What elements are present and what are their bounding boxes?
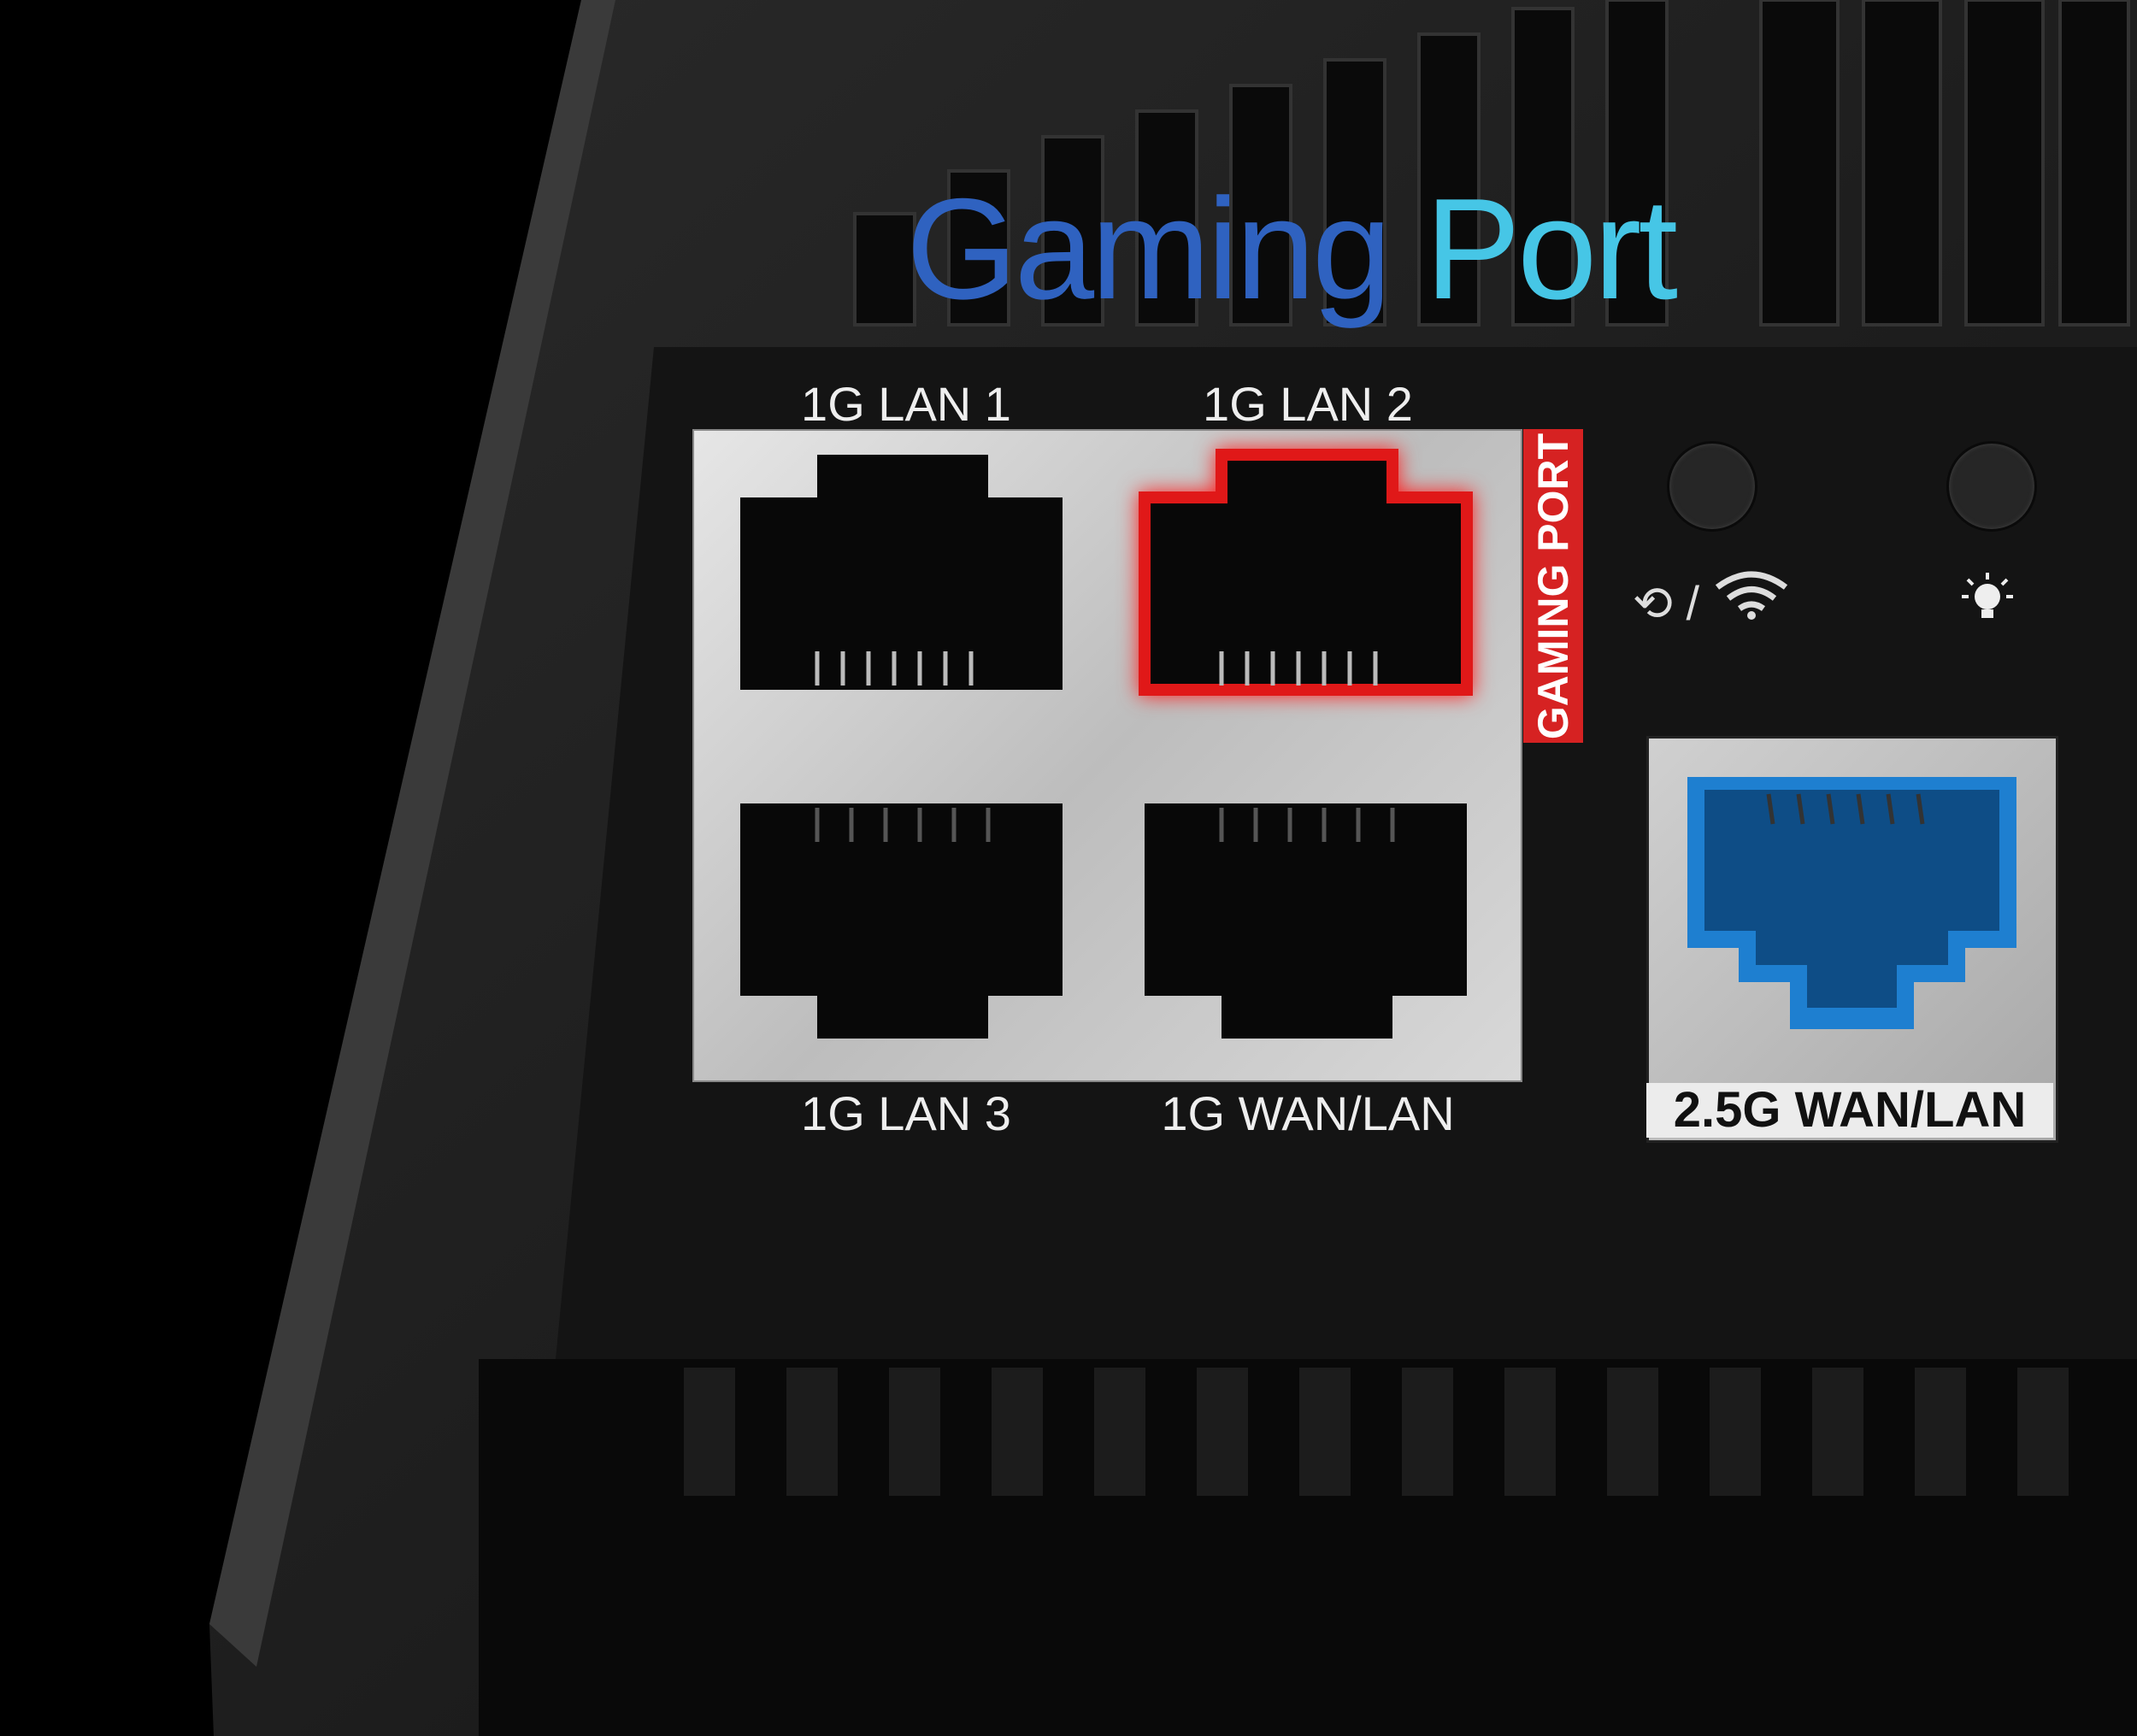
wifi-icon — [1715, 571, 1787, 620]
ethernet-port-wan-lan — [1145, 803, 1467, 1039]
slash-separator: / — [1686, 576, 1700, 630]
wps-wifi-button[interactable] — [1667, 441, 1757, 532]
wps-wifi-icon: ⟲ / — [1633, 568, 1804, 637]
led-bulb-icon — [1962, 573, 2013, 618]
label-1g-lan-2: 1G LAN 2 — [1203, 377, 1413, 431]
wan-port-plate — [1646, 736, 2058, 1143]
ethernet-port-lan1 — [740, 455, 1063, 690]
ethernet-port-2-5g[interactable] — [1649, 739, 2056, 1089]
ethernet-port-lan2-gaming[interactable] — [1139, 438, 1473, 696]
ethernet-port-lan3 — [740, 803, 1063, 1039]
lan-port-plate — [692, 429, 1522, 1082]
wps-icon: ⟲ — [1633, 576, 1673, 630]
gaming-port-badge: GAMING PORT — [1523, 429, 1583, 743]
label-1g-wan-lan: 1G WAN/LAN — [1161, 1086, 1455, 1140]
label-2-5g-wan-lan: 2.5G WAN/LAN — [1646, 1083, 2053, 1138]
gaming-port-title: Gaming Port — [906, 168, 1678, 329]
label-1g-lan-1: 1G LAN 1 — [801, 377, 1011, 431]
label-1g-lan-3: 1G LAN 3 — [801, 1086, 1011, 1140]
led-button[interactable] — [1946, 441, 2037, 532]
